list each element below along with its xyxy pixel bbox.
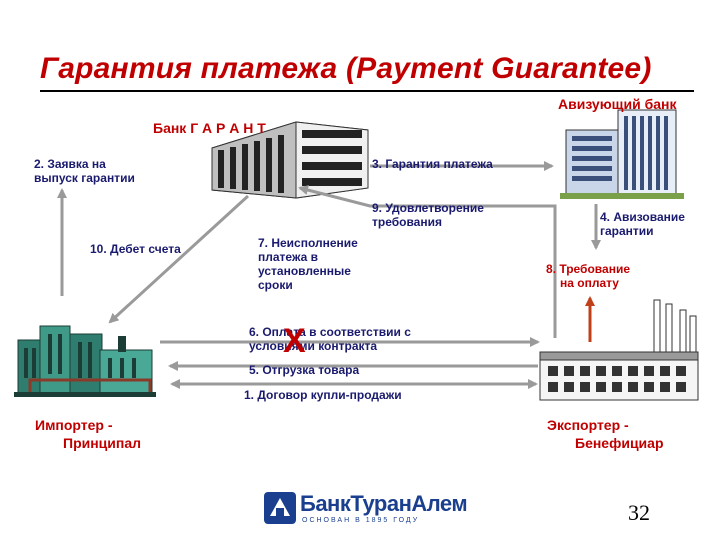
step-1-label: 1. Договор купли-продажи	[244, 388, 402, 402]
step-2-line2: выпуск гарантии	[34, 171, 135, 185]
step-6-label: 6. Оплата в соответствии с условиями кон…	[249, 325, 411, 353]
step-9-label: 9. Удовлетворение требования	[372, 201, 484, 229]
guarantor-bank-label: Банк Г А Р А Н Т	[153, 120, 266, 136]
guarantor-bank-building-icon	[211, 121, 369, 199]
step-4-label: 4. Авизование гарантии	[600, 210, 685, 238]
step-7-label: 7. Неисполнение платежа в установленные …	[258, 236, 358, 292]
step-2-line1: 2. Заявка на	[34, 157, 106, 171]
step-7-line2: платежа в	[258, 250, 318, 264]
step-8-line1: 8. Требование	[546, 262, 630, 276]
step-4-line1: 4. Авизование	[600, 210, 685, 224]
exporter-factory-icon	[539, 299, 699, 401]
advising-bank-building-icon	[560, 109, 684, 199]
bank-logo-subtitle: ОСНОВАН В 1895 ГОДУ	[302, 517, 420, 524]
step-7-line3: установленные	[258, 264, 351, 278]
arrow-step-10	[108, 194, 250, 324]
step-7-line1: 7. Неисполнение	[258, 236, 358, 250]
step-8-label: 8. Требование на оплату	[546, 262, 630, 290]
importer-factory-icon	[14, 325, 156, 397]
step-3-label: 3. Гарантия платежа	[372, 157, 493, 171]
bank-logo: БанкТуранАлем ОСНОВАН В 1895 ГОДУ	[262, 490, 468, 528]
importer-label-line2: Принципал	[63, 435, 142, 451]
page-title: Гарантия платежа (Payment Guarantee)	[40, 52, 652, 85]
bank-logo-emblem-icon	[264, 492, 296, 524]
arrow-step-9	[298, 185, 557, 338]
importer-label-line1: Импортер -	[35, 417, 113, 433]
exporter-label-line1: Экспортер -	[547, 417, 629, 433]
step-8-line2: на оплату	[560, 276, 619, 290]
advising-bank-label: Авизующий банк	[558, 96, 677, 112]
title-underline	[40, 90, 694, 92]
step-6-line1: 6. Оплата в соответствии с	[249, 325, 411, 339]
bank-logo-name: БанкТуранАлем	[300, 491, 468, 516]
step-2-label: 2. Заявка на выпуск гарантии	[34, 157, 135, 185]
step-10-label: 10. Дебет счета	[90, 242, 181, 256]
step-6-line2: условиями контракта	[249, 339, 378, 353]
page-number: 32	[628, 500, 650, 525]
step-9-line1: 9. Удовлетворение	[372, 201, 484, 215]
step-9-line2: требования	[372, 215, 442, 229]
step-4-line2: гарантии	[600, 224, 654, 238]
exporter-label-line2: Бенефициар	[575, 435, 664, 451]
step-5-label: 5. Отгрузка товара	[249, 363, 360, 377]
cross-mark: X	[283, 322, 306, 360]
step-7-line4: сроки	[258, 278, 293, 292]
